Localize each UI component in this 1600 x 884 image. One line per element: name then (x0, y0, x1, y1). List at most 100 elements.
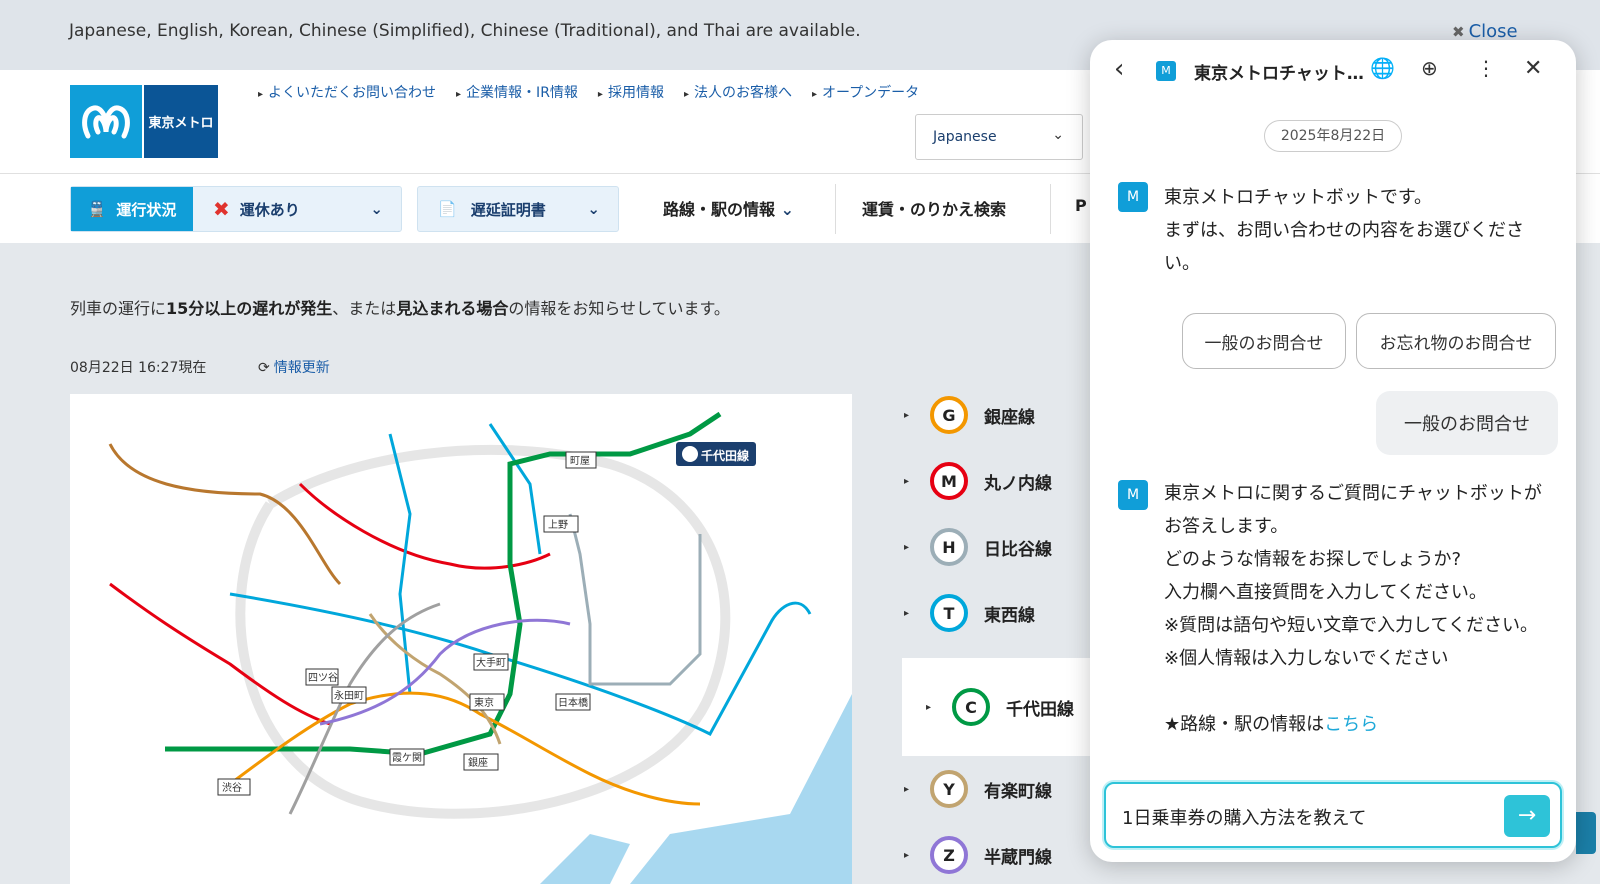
refresh-label: 情報更新 (273, 360, 330, 376)
chevron-down-icon: ⌄ (587, 200, 600, 218)
bot-message-line: ※質問は語句や短い文章で入力してください。 (1164, 615, 1538, 636)
nav-fare-search[interactable]: 運賃・のりかえ検索 (862, 200, 1007, 219)
map-line-badge (676, 442, 756, 466)
line-badge: Z (930, 836, 968, 874)
new-chat-icon[interactable]: ⊕ (1421, 56, 1438, 80)
close-icon[interactable]: ✕ (1524, 56, 1543, 81)
language-banner: Japanese, English, Korean, Chinese (Simp… (0, 0, 1600, 70)
metro-mark-icon (70, 85, 142, 158)
link-prefix: ★路線・駅の情報は (1164, 714, 1325, 735)
bot-avatar: M (1118, 182, 1148, 212)
operation-status-button[interactable]: 🚆 運行状況 ✖運休あり⌄ (70, 186, 402, 232)
caret-right-icon: ▸ (904, 783, 910, 795)
line-row-marunouchi[interactable]: ▸ M 丸ノ内線 (904, 462, 1104, 500)
back-icon[interactable]: ‹ (1114, 54, 1125, 84)
line-name: 銀座線 (984, 407, 1035, 428)
line-badge: Y (930, 770, 968, 808)
nav-line-station[interactable]: 路線・駅の情報 ⌄ (663, 196, 794, 220)
language-value: Japanese (933, 129, 997, 145)
chat-input[interactable]: 1日乗車券の購入方法を教えて (1122, 808, 1367, 829)
send-arrow-icon[interactable]: → (1504, 795, 1550, 837)
logo-text: 東京メトロ (144, 85, 218, 158)
link-recruit[interactable]: 採用情報 (598, 82, 664, 102)
line-name: 東西線 (984, 605, 1035, 626)
line-badge: M (930, 462, 968, 500)
bot-message-line: 東京メトロチャットボットです。 (1164, 187, 1433, 208)
banner-close-button[interactable]: ✖Close (1452, 21, 1518, 42)
chevron-down-icon: ⌄ (370, 200, 383, 218)
nav-divider (835, 184, 836, 234)
bot-message-line: 入力欄へ直接質問を入力してください。 (1164, 582, 1487, 603)
chat-input-box[interactable]: 1日乗車券の購入方法を教えて → (1104, 782, 1562, 848)
line-badge: T (930, 594, 968, 632)
page-scroll-handle[interactable] (1576, 812, 1596, 854)
route-map[interactable]: 千代田線 上野 大手町 東京 四ツ谷 永田町 霞ケ関 銀座 渋谷 日本橋 町屋 (70, 394, 852, 884)
link-business[interactable]: 法人のお客様へ (684, 82, 792, 102)
nav-more[interactable]: P (1075, 196, 1087, 215)
operation-label-text: 運行状況 (116, 200, 177, 219)
nav-divider (1050, 184, 1051, 234)
bot-message-line: 東京メトロに関するご質問にチャットボットがお答えします。 (1164, 483, 1542, 537)
train-icon: 🚆 (87, 200, 107, 218)
language-select[interactable]: Japanese ⌄ (915, 114, 1083, 160)
user-message: 一般のお問合せ (1376, 391, 1558, 455)
close-label: Close (1468, 21, 1518, 42)
update-timestamp: 08月22日 16:27現在 (70, 360, 207, 376)
chatbot-title: 東京メトロチャットボット (1194, 64, 1364, 84)
caret-right-icon: ▸ (904, 409, 910, 421)
caret-right-icon: ▸ (926, 701, 932, 713)
metro-mark-icon: M (1156, 61, 1176, 81)
svg-text:東京: 東京 (474, 696, 494, 709)
line-row-tozai[interactable]: ▸ T 東西線 (904, 594, 1104, 632)
line-row-yurakucho[interactable]: ▸ Y 有楽町線 (904, 770, 1104, 808)
line-badge: H (930, 528, 968, 566)
bot-message: 東京メトロチャットボットです。 まずは、お問い合わせの内容をお選びください。 (1164, 181, 1556, 280)
operation-status: ✖運休あり⌄ (193, 187, 401, 231)
bot-message-line: ※個人情報は入力しないでください (1164, 648, 1449, 669)
svg-text:大手町: 大手町 (476, 656, 506, 669)
bot-message-line: まずは、お問い合わせの内容をお選びください。 (1164, 220, 1524, 274)
notice-text: の情報をお知らせしています。 (508, 299, 730, 318)
svg-text:上野: 上野 (548, 519, 568, 531)
tokyo-metro-logo[interactable]: 東京メトロ (70, 85, 218, 158)
link-faq[interactable]: よくいただくお問い合わせ (258, 82, 436, 102)
notice-text: 列車の運行に (70, 299, 167, 318)
line-name: 有楽町線 (984, 781, 1052, 802)
chatbot-panel: ‹ M 東京メトロチャットボット 🌐 ⊕ ⋮ ✕ 2025年8月22日 M 東京… (1090, 40, 1576, 862)
line-station-link[interactable]: こちら (1324, 714, 1379, 735)
refresh-button[interactable]: ⟳情報更新 (258, 357, 330, 377)
svg-text:渋谷: 渋谷 (222, 781, 242, 794)
bot-message-line: ★路線・駅の情報はこちら (1164, 708, 1556, 741)
line-badge: G (930, 396, 968, 434)
more-vertical-icon[interactable]: ⋮ (1476, 56, 1496, 80)
caret-right-icon: ▸ (904, 475, 910, 487)
delay-notice: 列車の運行に15分以上の遅れが発生、または見込まれる場合の情報をお知らせしていま… (70, 295, 730, 319)
refresh-icon: ⟳ (258, 360, 270, 376)
svg-text:四ツ谷: 四ツ谷 (308, 672, 338, 684)
caret-right-icon: ▸ (904, 849, 910, 861)
bot-message: 東京メトロに関するご質問にチャットボットがお答えします。 どのような情報をお探し… (1164, 477, 1556, 741)
svg-text:千代田線: 千代田線 (701, 448, 749, 463)
quick-reply-general[interactable]: 一般のお問合せ (1182, 313, 1346, 369)
svg-text:日本橋: 日本橋 (558, 696, 588, 709)
banner-message: Japanese, English, Korean, Chinese (Simp… (69, 21, 861, 41)
chatbot-header: ‹ M 東京メトロチャットボット 🌐 ⊕ ⋮ ✕ (1090, 40, 1576, 102)
notice-bold: 見込まれる場合 (396, 299, 509, 318)
line-row-ginza[interactable]: ▸ G 銀座線 (904, 396, 1104, 434)
quick-reply-lost-item[interactable]: お忘れ物のお問合せ (1356, 313, 1556, 369)
line-name: 千代田線 (1006, 699, 1074, 720)
date-divider: 2025年8月22日 (1264, 120, 1402, 152)
line-name: 丸ノ内線 (984, 473, 1052, 494)
caret-right-icon: ▸ (904, 607, 910, 619)
link-opendata[interactable]: オープンデータ (812, 82, 919, 102)
bot-avatar: M (1118, 480, 1148, 510)
link-corporate[interactable]: 企業情報・IR情報 (456, 82, 578, 102)
delay-certificate-button[interactable]: 📄遅延証明書⌄ (417, 186, 619, 232)
globe-language-icon[interactable]: 🌐 (1370, 56, 1395, 80)
certificate-label: 遅延証明書 (470, 200, 546, 219)
svg-text:町屋: 町屋 (570, 455, 590, 467)
nav-line-station-label: 路線・駅の情報 (663, 200, 776, 219)
